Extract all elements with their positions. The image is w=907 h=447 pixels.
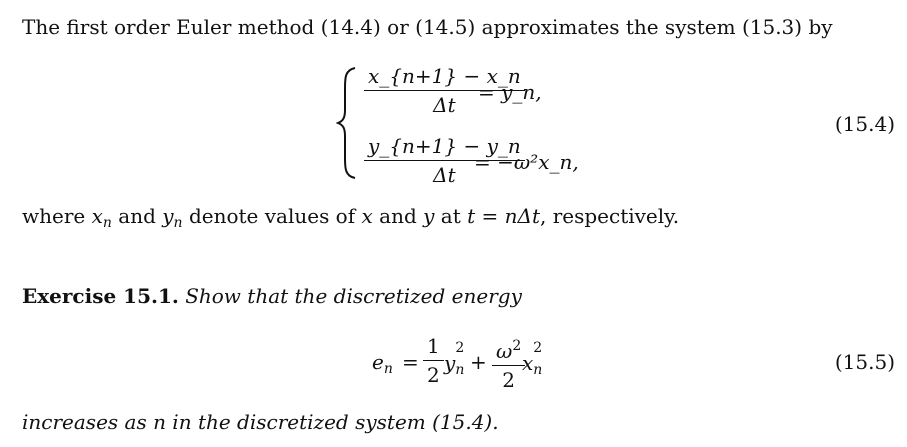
fraction-bar	[423, 360, 444, 362]
fraction-bar	[492, 365, 526, 367]
fraction-numerator: ω2	[492, 334, 525, 365]
math-var: y	[444, 351, 456, 375]
system-eq1-numerator: x_{n+1} − x_n	[368, 64, 521, 88]
math-var: x	[91, 204, 103, 228]
math-t-eq: t = nΔt	[467, 204, 540, 228]
equation-number-15-5: (15.5)	[834, 350, 895, 374]
energy-plus: +	[470, 350, 487, 374]
math-sub: n	[533, 362, 543, 378]
text-span: at	[440, 204, 461, 228]
left-brace-icon	[336, 67, 356, 179]
fraction-denominator: 2	[502, 368, 515, 393]
energy-lhs: en	[372, 350, 393, 381]
intro-sentence: The first order Euler method (14.4) or (…	[22, 15, 833, 39]
fraction-numerator: 1	[427, 334, 440, 358]
math-sub: n	[455, 362, 465, 378]
math-var: y	[162, 204, 174, 228]
text-span: , respectively.	[539, 204, 680, 228]
text-span: and	[118, 204, 156, 228]
math-y: y	[423, 204, 435, 228]
energy-equals: =	[402, 350, 419, 374]
fraction-bar	[364, 160, 525, 162]
fraction-denominator: 2	[427, 363, 440, 388]
math-sub: n	[102, 215, 112, 231]
exercise-text: Show that the discretized energy	[185, 284, 522, 308]
text-span: where	[22, 204, 86, 228]
exercise-conclusion: increases as n in the discretized system…	[22, 410, 499, 434]
math-yn: yn	[162, 204, 183, 231]
system-eq2-denominator: Δt	[433, 163, 456, 188]
exercise-label: Exercise 15.1.	[22, 284, 179, 308]
math-sup: 2	[455, 340, 465, 356]
math-sub: n	[173, 215, 183, 231]
math-sup: 2	[533, 340, 543, 356]
system-eq1-rhs: = y_n,	[478, 80, 542, 104]
fraction-bar	[364, 90, 525, 92]
math-var: e	[372, 350, 384, 374]
energy-fraction-1: 1 2	[423, 334, 444, 387]
system-eq1-denominator: Δt	[433, 93, 456, 118]
system-eq2-fraction: y_{n+1} − y_n Δt	[364, 134, 525, 187]
math-xn: xn	[91, 204, 112, 231]
system-eq2-rhs: = −ω²x_n,	[474, 150, 579, 174]
text-span: and	[379, 204, 417, 228]
energy-fraction-2: ω2 2	[492, 334, 526, 393]
system-eq2-numerator: y_{n+1} − y_n	[368, 134, 521, 158]
math-sup: 2	[512, 338, 522, 354]
math-x: x	[361, 204, 373, 228]
text-span: denote values of	[188, 204, 356, 228]
system-eq1-fraction: x_{n+1} − x_n Δt	[364, 64, 525, 117]
math-var: x	[522, 351, 534, 375]
definition-sentence: where xn and yn denote values of x and y…	[22, 204, 679, 235]
equation-number-15-4: (15.4)	[834, 112, 895, 136]
math-sub: n	[383, 361, 393, 377]
exercise-statement: Exercise 15.1. Show that the discretized…	[22, 284, 522, 308]
math-var: ω	[496, 339, 513, 363]
